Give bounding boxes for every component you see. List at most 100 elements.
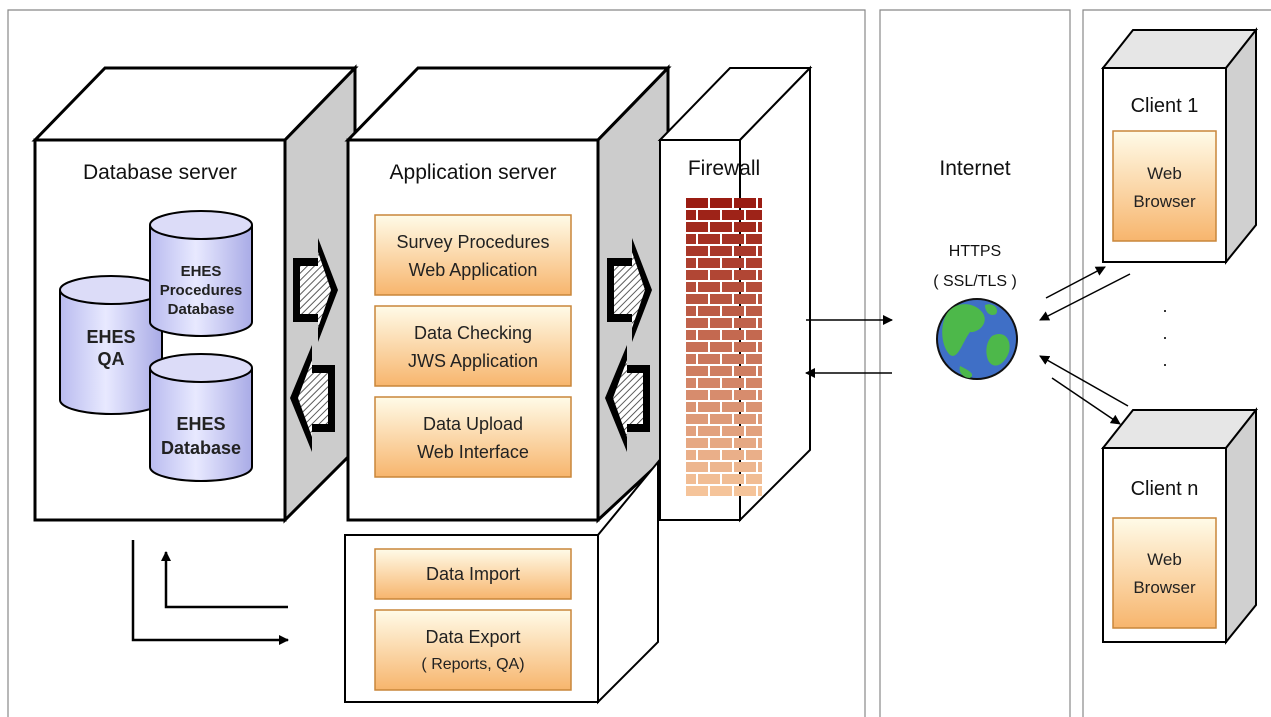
arrow-clientn-to-internet (1039, 355, 1129, 407)
client-n-title: Client n (1130, 478, 1199, 500)
firewall-bricks (686, 198, 762, 496)
firewall-brick (686, 234, 696, 244)
firewall-title: Firewall (687, 157, 761, 180)
firewall-brick (722, 234, 744, 244)
firewall-brick (686, 414, 708, 424)
firewall-brick (698, 234, 720, 244)
module-data-export-line2: ( Reports, QA) (421, 656, 525, 673)
firewall-brick (722, 474, 744, 484)
firewall-brick (746, 426, 762, 436)
firewall-brick (722, 402, 744, 412)
firewall-brick (758, 390, 762, 400)
firewall-brick (758, 198, 762, 208)
firewall-brick (722, 210, 744, 220)
firewall-brick (698, 402, 720, 412)
db-qa-line1: EHES (86, 327, 136, 347)
db-qa-label: EHES QA (60, 326, 162, 370)
firewall-brick (746, 354, 762, 364)
firewall-brick (722, 426, 744, 436)
firewall-brick (686, 270, 708, 280)
internet-title: Internet (939, 157, 1011, 180)
firewall-brick (710, 462, 732, 472)
firewall-brick (710, 390, 732, 400)
module-data-import (374, 548, 572, 600)
client-n-web-browser (1112, 517, 1217, 629)
firewall-brick (698, 210, 720, 220)
firewall-brick (758, 246, 762, 256)
firewall-brick (686, 366, 708, 376)
firewall-brick (734, 318, 756, 328)
firewall-brick (746, 474, 762, 484)
firewall-brick (686, 318, 708, 328)
firewall-brick (698, 426, 720, 436)
module-data-export (374, 609, 572, 691)
database-ehes-procedures (149, 210, 253, 337)
firewall-brick (746, 330, 762, 340)
firewall-brick (686, 246, 708, 256)
module-data-upload-line1: Data Upload (422, 414, 524, 434)
client-1-web-browser (1112, 130, 1217, 242)
firewall-brick (698, 330, 720, 340)
db-procedures-line2: Procedures (159, 282, 243, 299)
firewall-brick (734, 198, 756, 208)
arrow-internet-to-client1 (1045, 266, 1106, 299)
firewall-brick (710, 414, 732, 424)
client-1-title: Client 1 (1130, 95, 1199, 117)
firewall-brick (686, 486, 708, 496)
firewall-brick (686, 330, 696, 340)
db-main-line1: EHES (176, 414, 226, 434)
firewall-brick (722, 282, 744, 292)
client-1-browser-line1: Web (1147, 164, 1182, 183)
firewall-brick (758, 270, 762, 280)
module-data-checking-line2: JWS Application (407, 351, 539, 371)
firewall-brick (746, 402, 762, 412)
database-server-title: Database server (82, 161, 238, 184)
module-data-export-line1: Data Export (425, 627, 521, 647)
zone-dividers (7, 9, 1271, 717)
client-n-box (1100, 407, 1259, 645)
firewall-brick (758, 438, 762, 448)
firewall-brick (686, 438, 708, 448)
client-1-box (1100, 27, 1259, 265)
firewall-brick (746, 234, 762, 244)
module-data-checking-label: Data Checking JWS Application (375, 319, 571, 375)
firewall-brick (722, 450, 744, 460)
firewall-brick (686, 426, 696, 436)
firewall-brick (722, 354, 744, 364)
firewall-brick (686, 342, 708, 352)
module-survey-procedures-line2: Web Application (408, 260, 538, 280)
firewall-brick (758, 486, 762, 496)
firewall-brick (746, 450, 762, 460)
db-procedures-line3: Database (167, 301, 235, 318)
firewall-brick (746, 258, 762, 268)
firewall-brick (734, 246, 756, 256)
firewall-brick (710, 438, 732, 448)
module-data-checking-line1: Data Checking (413, 323, 533, 343)
firewall-brick (746, 210, 762, 220)
firewall-brick (710, 318, 732, 328)
firewall-brick (758, 414, 762, 424)
module-survey-procedures (374, 214, 572, 296)
ssl-tls-label: ( SSL/TLS ) (933, 273, 1017, 290)
firewall-brick (686, 222, 708, 232)
client-n-browser-line1: Web (1147, 550, 1182, 569)
firewall-brick (710, 222, 732, 232)
db-main-line2: Database (160, 438, 242, 458)
firewall-brick (710, 270, 732, 280)
firewall-brick (698, 306, 720, 316)
firewall-brick (710, 486, 732, 496)
firewall-brick (686, 474, 696, 484)
export-arrow (131, 540, 289, 645)
firewall-brick (734, 438, 756, 448)
firewall-brick (746, 306, 762, 316)
module-data-checking (374, 305, 572, 387)
firewall-brick (734, 366, 756, 376)
client-ellipsis-dot-3: . (1162, 350, 1168, 370)
firewall-brick (734, 342, 756, 352)
firewall-brick (746, 378, 762, 388)
module-data-upload-line2: Web Interface (417, 442, 529, 462)
client-n-browser-line2: Browser (1133, 578, 1196, 597)
firewall-brick (722, 330, 744, 340)
database-ehes-main (149, 353, 253, 482)
firewall-brick (734, 462, 756, 472)
